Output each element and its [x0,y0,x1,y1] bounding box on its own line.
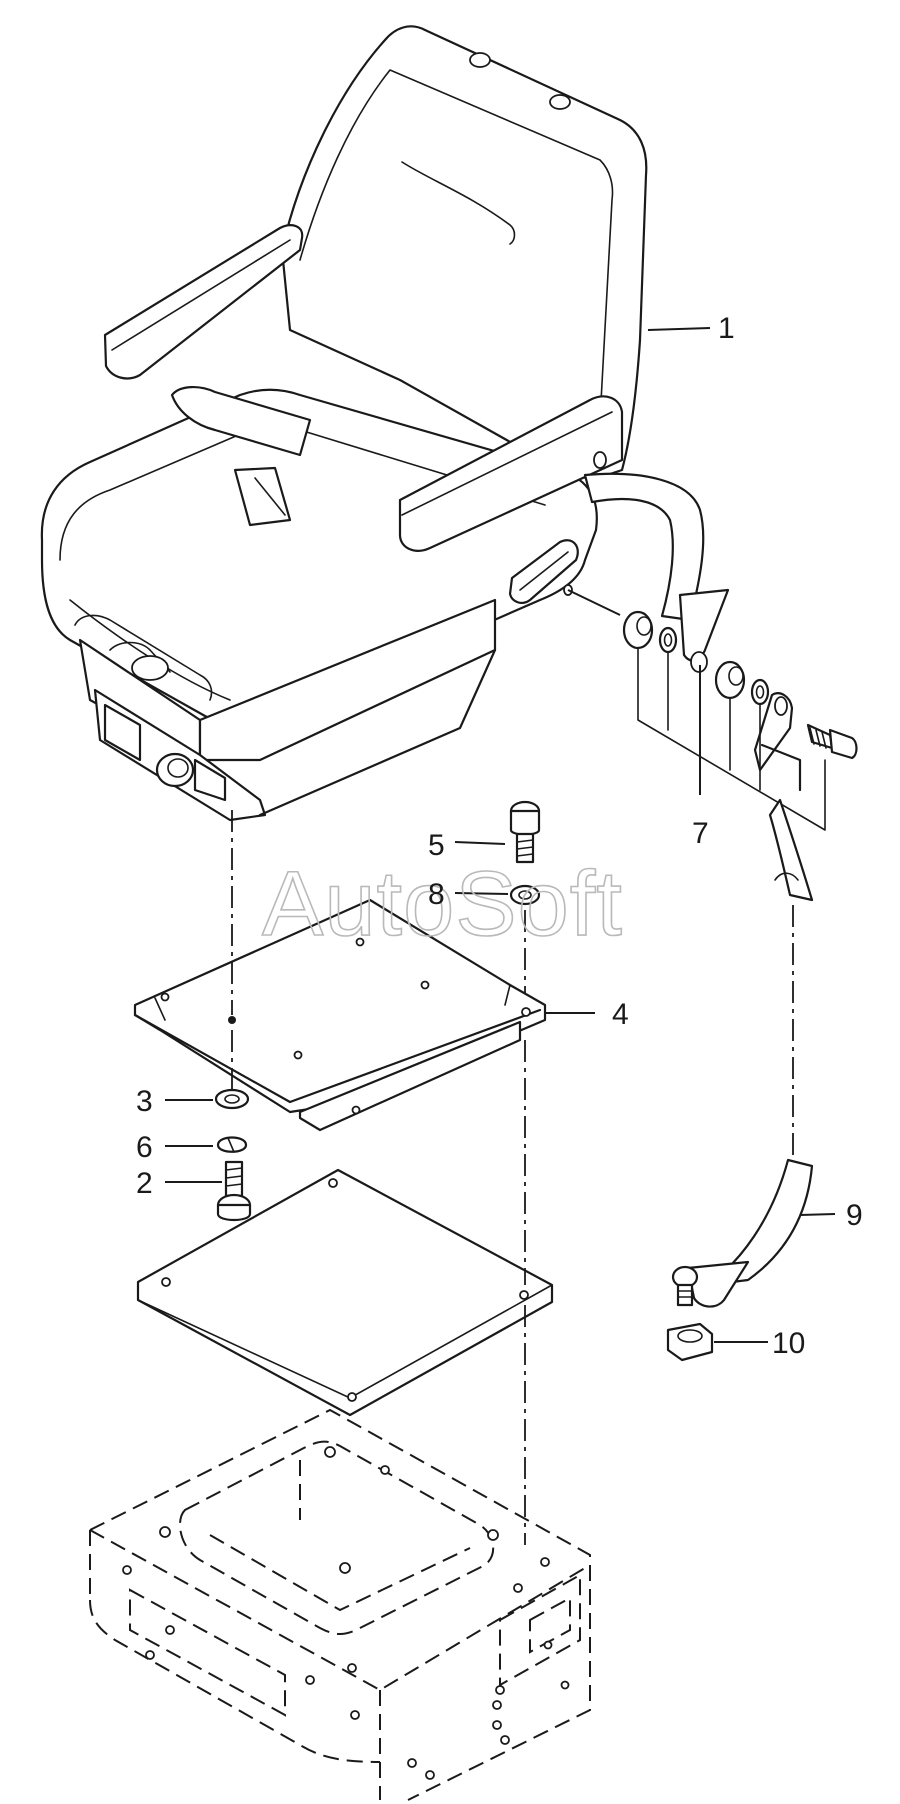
callout-1: 1 [718,312,735,345]
callout-4: 4 [612,998,629,1031]
callout-leaders [165,327,836,1343]
spacer-plate [136,1168,554,1417]
callout-10: 10 [772,1327,805,1360]
callout-numbers: 1 7 5 8 4 3 6 2 9 10 [136,312,863,1360]
callout-7: 7 [692,817,709,850]
callout-2: 2 [136,1167,153,1200]
seat-assembly [40,25,648,822]
callout-8: 8 [428,878,445,911]
seat-base-box [89,1408,591,1801]
top-fasteners [509,800,541,1010]
callout-9: 9 [846,1199,863,1232]
mounting-plate [133,810,547,1132]
callout-5: 5 [428,829,445,862]
watermark-text: AutoSoft [262,853,623,955]
callout-6: 6 [136,1131,153,1164]
callout-3: 3 [136,1085,153,1118]
lower-fasteners [214,1088,252,1222]
seat-belt-assembly [567,472,858,1362]
